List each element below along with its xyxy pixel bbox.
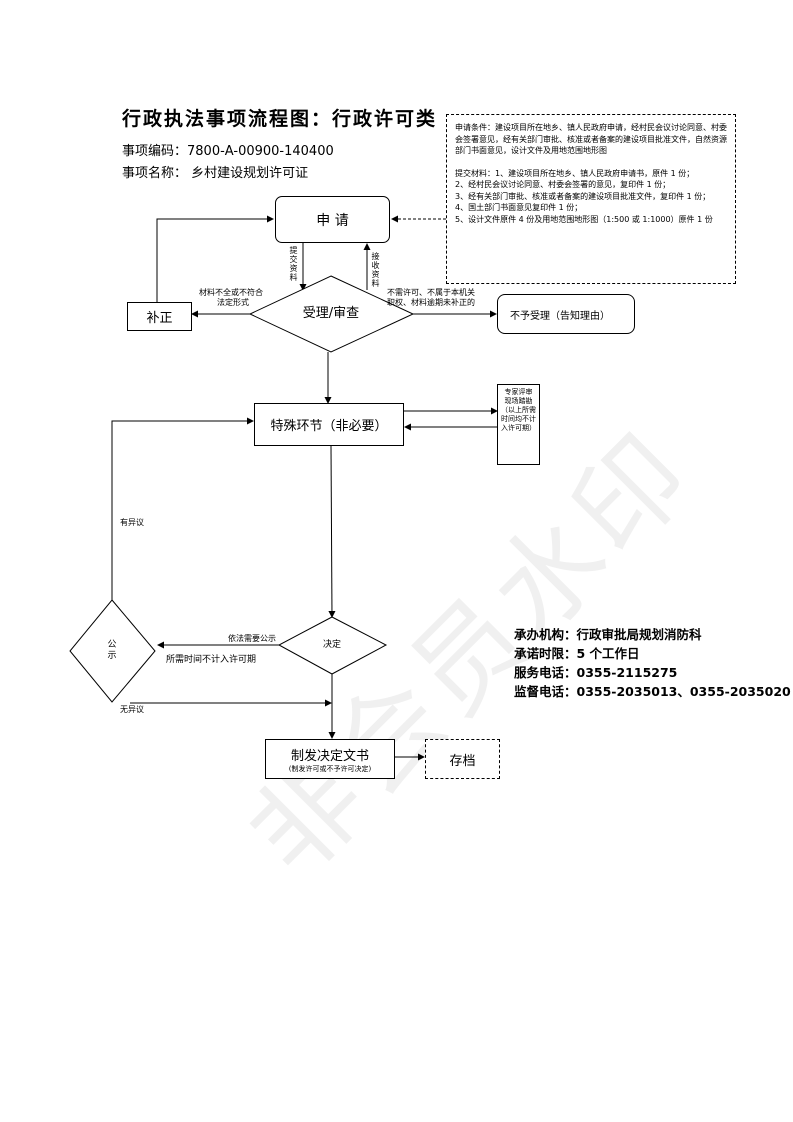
item-code: 事项编码：7800-A-00900-140400 (122, 144, 334, 159)
time-excluded-label: 所需时间不计入许可期 (166, 655, 257, 665)
page-title: 行政执法事项流程图：行政许可类 (122, 108, 438, 130)
notes-materials-3: 3、经有关部门审批、核准或者备案的建设项目批准文件，复印件 1 份； (455, 191, 711, 201)
archive-node: 存档 (425, 739, 500, 779)
edge-special-to-decision (328, 445, 336, 618)
incomplete-label-2: 法定形式 (217, 298, 249, 307)
service-phone-info: 服务电话：0355-2115275 (514, 665, 678, 680)
notes-materials-5: 5、设计文件原件 4 份及用地范围地形图（1:500 或 1:1000）原件 1… (455, 214, 713, 224)
expert-node: 专家评审 现场踏勘 （以上所需时间均不计入许可期） (497, 384, 540, 465)
supervise-phone-info: 监督电话：0355-2035013、0355-2035020 (514, 684, 791, 699)
receive-materials-label: 接收资料 (371, 252, 380, 288)
supplement-node: 补正 (127, 302, 192, 331)
decision-node-label: 决定 (322, 640, 341, 650)
decision-diamond (277, 616, 388, 675)
publicity-node-label: 公示 (107, 640, 117, 661)
notes-materials-4: 4、国土部门书面意见复印件 1 份； (455, 203, 583, 212)
notes-materials-2: 2、经村民会议讨论同意、村委会签署的意见，复印件 1 份； (455, 180, 671, 189)
time-limit-info: 承诺时限：5 个工作日 (514, 646, 640, 661)
review-diamond (248, 275, 415, 353)
special-node: 特殊环节（非必要） (254, 403, 404, 446)
not-required-label-2: 职权、材料逾期未补正的 (387, 298, 475, 307)
edge-supplement-to-apply (156, 215, 274, 302)
apply-node: 申 请 (275, 196, 390, 243)
legal-publicity-label: 依法需要公示 (228, 634, 276, 643)
issue-doc-title: 制发决定文书 (290, 748, 369, 764)
item-name: 事项名称： 乡村建设规划许可证 (122, 166, 309, 181)
issue-doc-subtitle: (制发许可或不予许可决定) (288, 764, 372, 773)
notes-conditions: 申请条件：建设项目所在地乡、镇人民政府申请，经村民会议讨论同意、村委会签署意见，… (455, 123, 727, 155)
no-objection-label: 无异议 (120, 705, 144, 714)
publicity-diamond (69, 599, 156, 703)
objection-label: 有异议 (120, 518, 144, 527)
agency-info: 承办机构：行政审批局规划消防科 (514, 627, 702, 642)
application-notes: 申请条件：建设项目所在地乡、镇人民政府申请，经村民会议讨论同意、村委会签署意见，… (446, 114, 736, 284)
edge-publicity-to-special (111, 417, 254, 600)
incomplete-label-1: 材料不全或不符合 (199, 288, 263, 297)
review-node-label: 受理/审查 (302, 306, 360, 321)
not-required-label-1: 不需许可、不属于本机关 (387, 288, 475, 297)
submit-materials-label: 提交资料 (289, 246, 298, 282)
notes-materials-1: 提交材料：1、建设项目所在地乡、镇人民政府申请书，原件 1 份； (455, 168, 695, 178)
reject-node: 不予受理（告知理由） (497, 294, 635, 334)
issue-doc-node: 制发决定文书 (制发许可或不予许可决定) (265, 739, 395, 779)
